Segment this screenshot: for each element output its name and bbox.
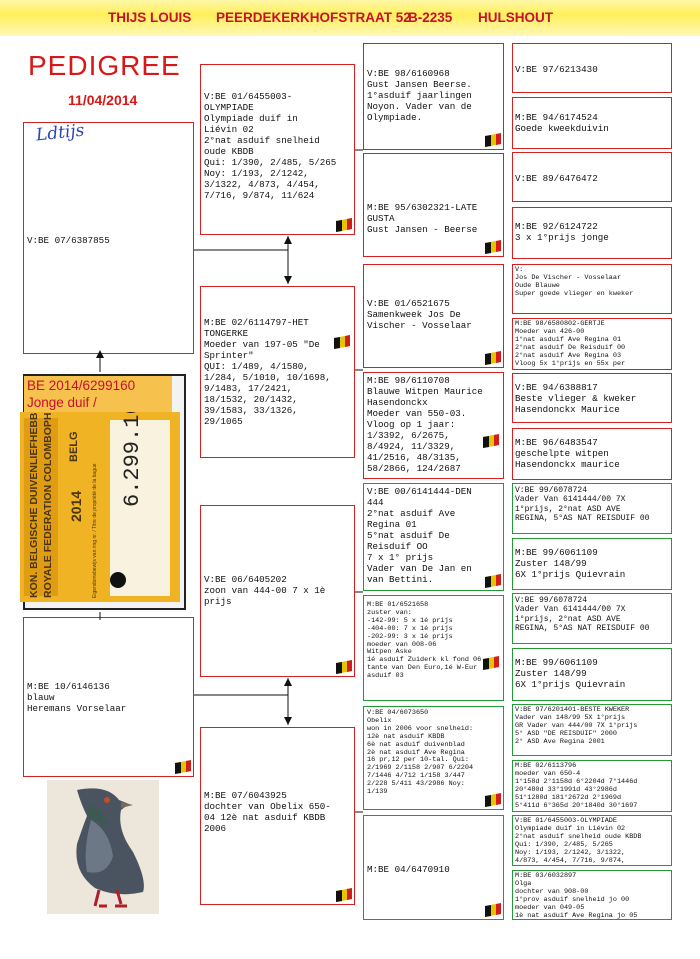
connector-lines [0, 0, 700, 959]
